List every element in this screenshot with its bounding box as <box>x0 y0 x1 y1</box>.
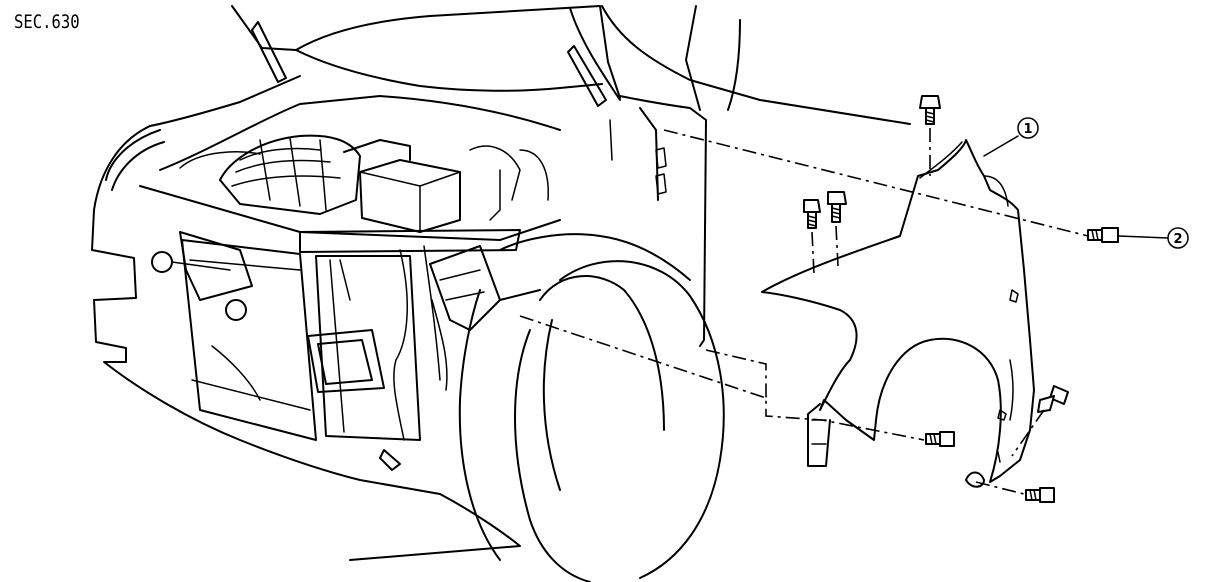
vehicle-body <box>601 5 911 347</box>
callout-2: 2 <box>1117 227 1189 249</box>
bolt-top <box>919 95 941 125</box>
section-label: SEC.630 <box>14 11 80 33</box>
front-bumper <box>91 75 441 495</box>
callout-1: 1 <box>983 117 1039 157</box>
open-hood <box>231 5 621 107</box>
engine-compartment <box>139 95 561 471</box>
alignment-lines <box>519 128 1089 495</box>
bolt-cowl-right <box>827 191 847 223</box>
bolt-cowl-left <box>803 199 821 229</box>
callout-2-number: 2 <box>1173 232 1182 247</box>
bolt-wheelwell <box>925 431 955 447</box>
bolt-rear-lower <box>1025 487 1055 503</box>
bolt-rear-upper <box>1037 385 1069 413</box>
front-wheel <box>349 233 725 582</box>
callout-1-number: 1 <box>1023 122 1032 137</box>
fender-part <box>761 139 1035 488</box>
bolt-side-callout <box>1087 227 1119 243</box>
